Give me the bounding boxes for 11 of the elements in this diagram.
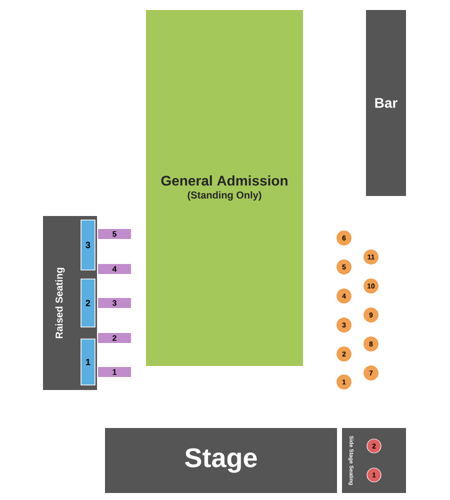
table: 4 <box>98 264 131 274</box>
stage-area: Stage <box>105 428 337 493</box>
table: 5 <box>98 229 131 239</box>
table: 2 <box>98 333 131 343</box>
table: 3 <box>98 298 131 308</box>
seating-block: 3 <box>80 220 96 270</box>
table: 1 <box>98 367 131 377</box>
admission-area: General Admission (Standing Only) <box>146 10 303 366</box>
bar-area: Bar <box>366 10 406 196</box>
seating-block: 1 <box>80 338 96 386</box>
seating-block: 2 <box>80 278 96 328</box>
